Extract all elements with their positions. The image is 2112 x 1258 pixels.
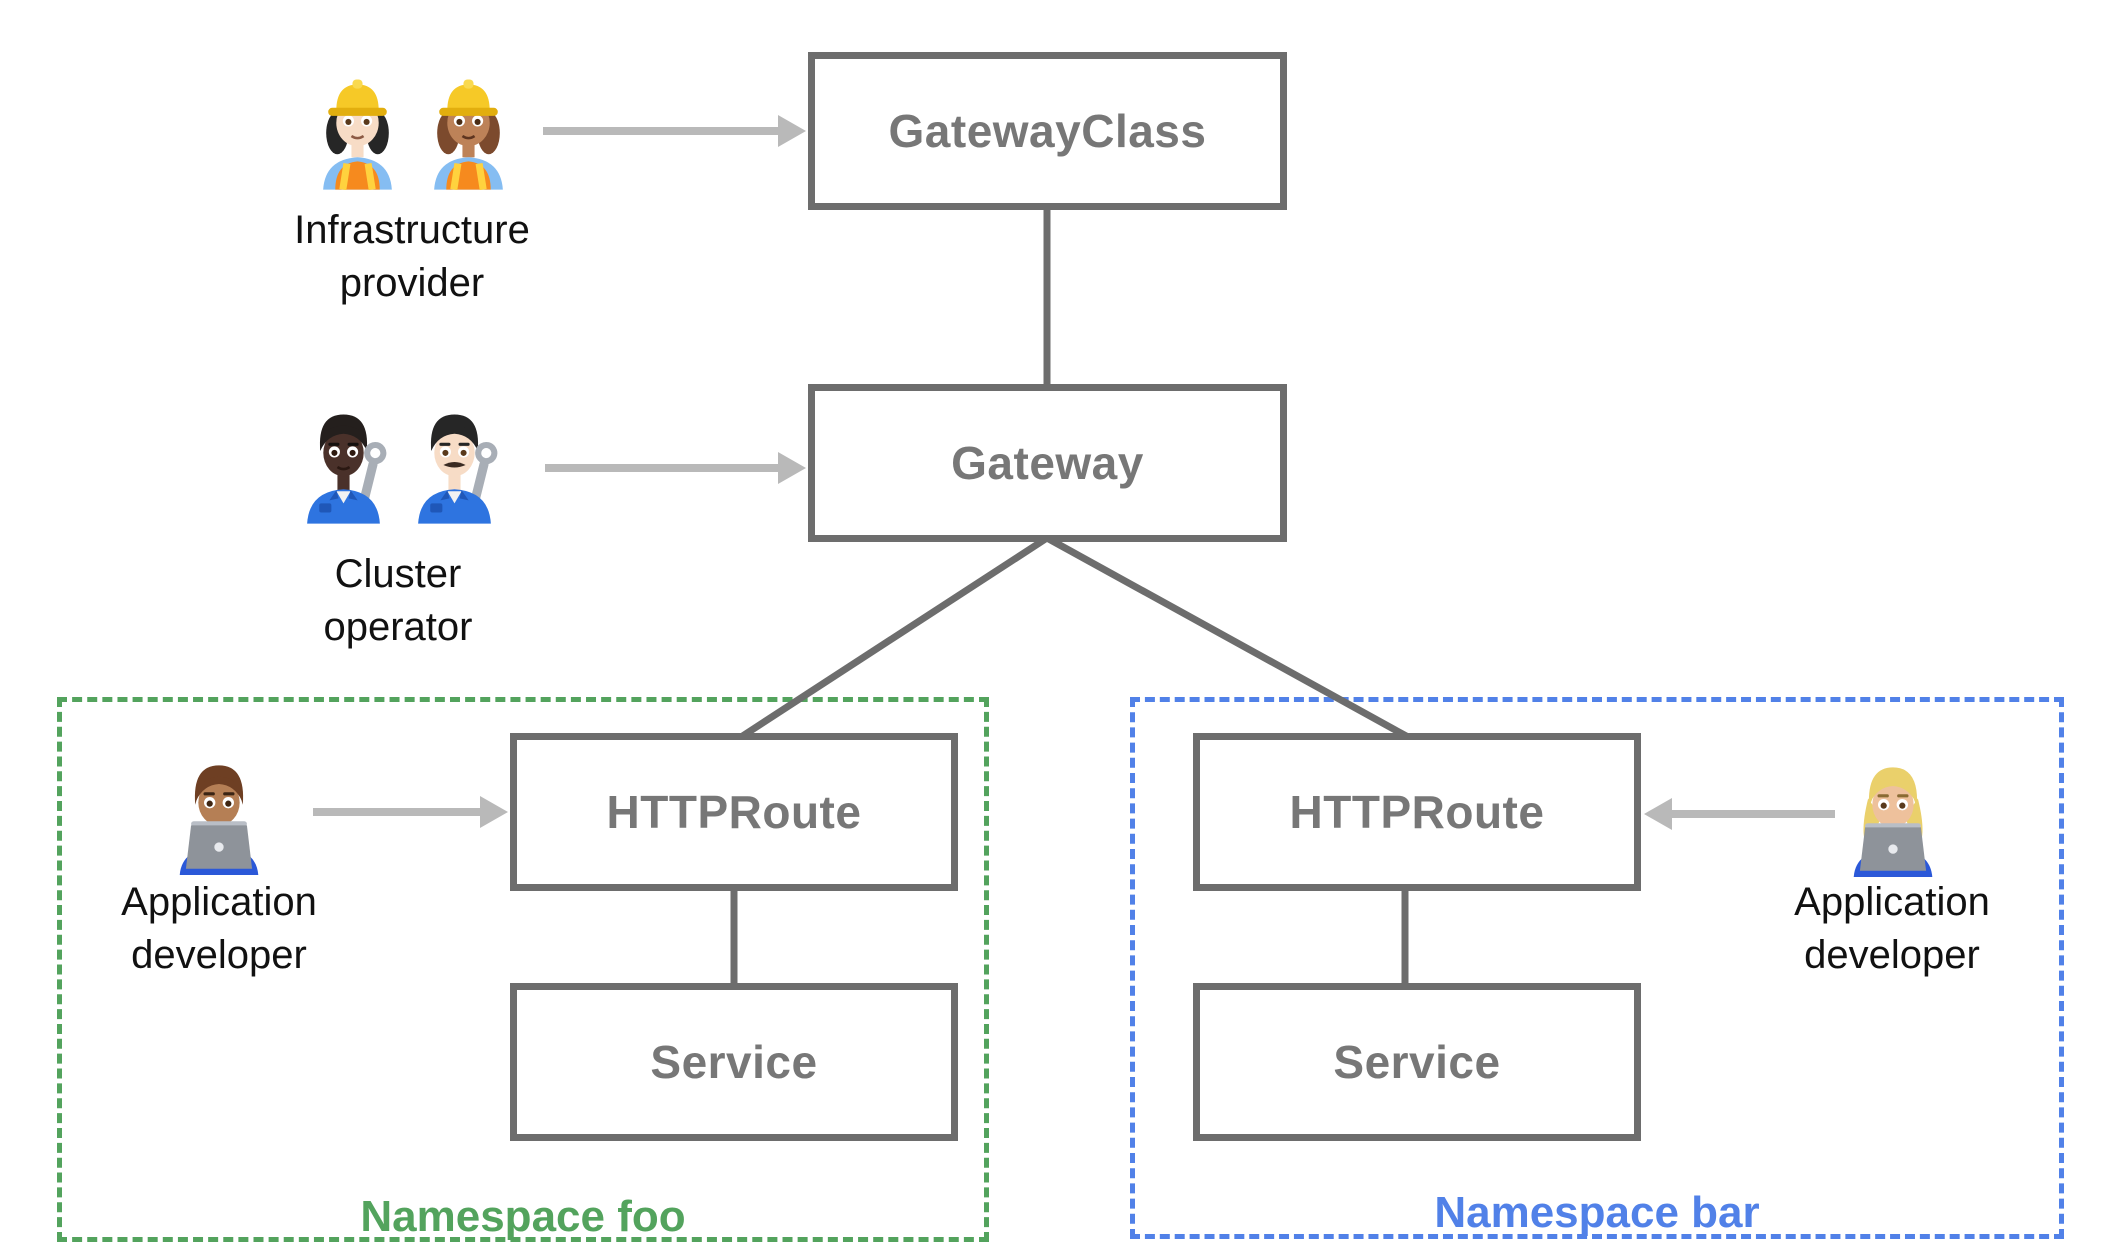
httproute-foo-label: HTTPRoute — [606, 786, 862, 838]
application-developer-bar-label-line2: developer — [1804, 933, 1980, 977]
namespace-bar-label: Namespace bar — [1434, 1188, 1760, 1237]
arrow-infrastructure-provider-to-gatewayclass — [543, 115, 806, 147]
infrastructure-provider-label: Infrastructure provider — [162, 204, 662, 310]
gatewayclass-box: GatewayClass — [808, 52, 1287, 210]
application-developer-foo-label-line1: Application — [121, 880, 317, 924]
infrastructure-provider-label-line2: provider — [339, 261, 485, 305]
service-foo-box: Service — [510, 983, 958, 1141]
arrow-app-developer-to-httproute-bar — [1644, 798, 1835, 830]
service-bar-label: Service — [1333, 1036, 1501, 1088]
namespace-foo-label: Namespace foo — [360, 1192, 686, 1241]
httproute-bar-label: HTTPRoute — [1289, 786, 1545, 838]
service-foo-label: Service — [650, 1036, 818, 1088]
woman-construction-worker-light-skin-icon — [323, 79, 392, 190]
namespace-foo-box — [57, 697, 989, 1242]
httproute-bar-box: HTTPRoute — [1193, 733, 1641, 891]
cluster-operator-label-line1: Cluster — [334, 552, 462, 596]
cluster-operator-label: Cluster operator — [148, 548, 648, 654]
gateway-box: Gateway — [808, 384, 1287, 542]
infrastructure-provider-emojis — [309, 66, 517, 190]
cluster-operator-emojis — [295, 400, 503, 524]
arrow-app-developer-to-httproute-foo — [313, 796, 508, 828]
httproute-foo-box: HTTPRoute — [510, 733, 958, 891]
application-developer-bar-label-line1: Application — [1794, 880, 1990, 924]
service-bar-box: Service — [1193, 983, 1641, 1141]
namespace-bar-box — [1130, 697, 2064, 1239]
gateway-label: Gateway — [951, 437, 1144, 489]
application-developer-foo-label: Application developer — [0, 876, 438, 982]
cluster-operator-label-line2: operator — [323, 605, 473, 649]
infrastructure-provider-label-line1: Infrastructure — [294, 208, 530, 252]
person-mechanic-dark-skin-icon — [307, 414, 387, 524]
man-technologist-medium-skin-icon — [179, 765, 259, 875]
arrow-cluster-operator-to-gateway — [545, 452, 806, 484]
gatewayclass-label: GatewayClass — [888, 105, 1207, 157]
application-developer-bar-label: Application developer — [1642, 876, 2112, 982]
application-developer-bar-emoji — [1843, 755, 1943, 877]
man-mechanic-light-skin-icon — [418, 414, 498, 524]
application-developer-foo-emoji — [169, 753, 269, 875]
application-developer-foo-label-line2: developer — [131, 933, 307, 977]
woman-technologist-blonde-icon — [1853, 767, 1933, 877]
connector-gateway-httproute-bar — [1045, 534, 1410, 741]
woman-construction-worker-medium-skin-icon — [434, 79, 503, 190]
connector-gateway-httproute-foo — [739, 535, 1049, 740]
